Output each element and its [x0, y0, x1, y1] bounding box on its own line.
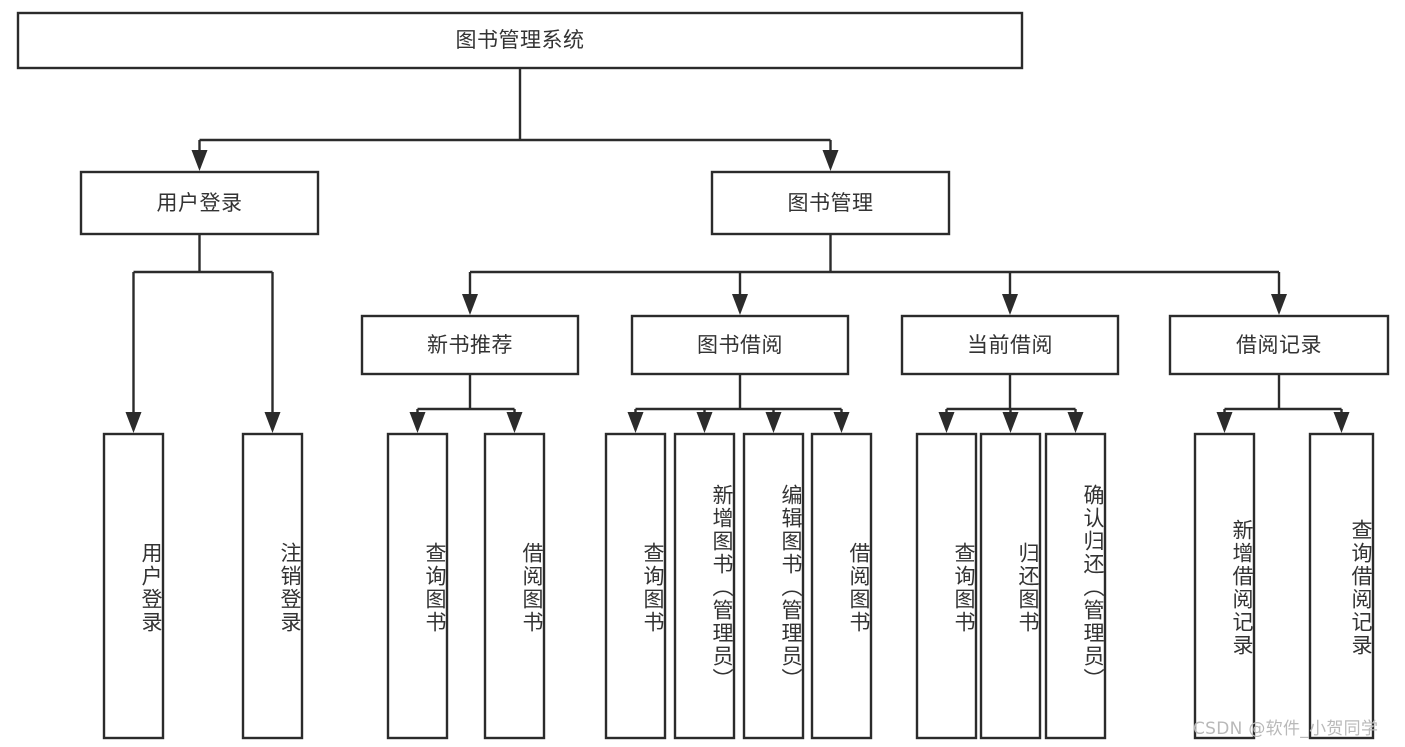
- node-label-leaf-user-login: 用户登录: [139, 542, 163, 634]
- node-box-leaf-user-login[interactable]: [102, 432, 165, 740]
- node-box-leaf-confirm-return[interactable]: [1044, 432, 1107, 740]
- node-box-leaf-return-book[interactable]: [979, 432, 1042, 740]
- arrow-head-icon-leaf-query-book-2: [627, 412, 644, 433]
- node-label-leaf-return-book: 归还图书: [1016, 542, 1040, 634]
- node-label-leaf-user-logout: 注销登录: [278, 542, 302, 634]
- node-label-leaf-edit-book: 编辑图书（管理员）: [779, 483, 803, 691]
- node-box-leaf-query-book-1[interactable]: [386, 432, 449, 740]
- node-label-leaf-query-book-3: 查询图书: [952, 542, 976, 634]
- node-label-root: 图书管理系统: [455, 28, 585, 53]
- node-box-leaf-add-book[interactable]: [673, 432, 736, 740]
- node-label-borrow-record: 借阅记录: [1236, 332, 1322, 357]
- arrow-head-icon-user-login: [191, 150, 208, 171]
- arrow-head-icon-new-book-rec: [462, 294, 478, 315]
- node-label-leaf-add-book: 新增图书（管理员）: [710, 483, 734, 691]
- node-box-leaf-query-record[interactable]: [1308, 432, 1375, 740]
- node-label-user-login: 用户登录: [156, 190, 243, 215]
- node-label-leaf-confirm-return: 确认归还（管理员）: [1081, 483, 1105, 691]
- node-box-user-login[interactable]: [79, 170, 320, 236]
- arrow-head-icon-leaf-query-book-1: [409, 412, 426, 433]
- node-box-leaf-user-logout[interactable]: [241, 432, 304, 740]
- node-label-leaf-add-record: 新增借阅记录: [1230, 519, 1254, 657]
- arrow-head-icon-leaf-user-logout: [264, 412, 281, 433]
- arrow-head-icon-leaf-borrow-book-1: [506, 412, 523, 433]
- arrow-head-icon-leaf-confirm-return: [1067, 412, 1084, 433]
- arrow-head-icon-leaf-query-record: [1333, 412, 1350, 433]
- node-box-current-borrow[interactable]: [900, 314, 1120, 376]
- connector-layer: [125, 68, 1350, 433]
- arrow-head-icon-leaf-edit-book: [765, 412, 782, 433]
- node-label-new-book-rec: 新书推荐: [427, 332, 513, 357]
- node-label-leaf-query-record: 查询借阅记录: [1349, 519, 1373, 657]
- arrow-head-icon-book-borrow: [732, 294, 748, 315]
- node-box-leaf-query-book-3[interactable]: [915, 432, 978, 740]
- box-layer: [16, 11, 1390, 740]
- csdn-watermark: CSDN @软件_小贺同学: [1193, 719, 1379, 739]
- node-box-root[interactable]: [16, 11, 1024, 70]
- node-label-leaf-borrow-book-1: 借阅图书: [520, 542, 544, 634]
- node-box-leaf-query-book-2[interactable]: [604, 432, 667, 740]
- arrow-head-icon-current-borrow: [1002, 294, 1018, 315]
- arrow-head-icon-leaf-user-login: [125, 412, 142, 433]
- node-box-book-manage[interactable]: [710, 170, 951, 236]
- arrow-head-icon-leaf-add-book: [696, 412, 713, 433]
- node-box-leaf-borrow-book-1[interactable]: [483, 432, 546, 740]
- node-box-new-book-rec[interactable]: [360, 314, 580, 376]
- arrow-head-icon-borrow-record: [1271, 294, 1287, 315]
- node-label-leaf-query-book-1: 查询图书: [423, 542, 447, 634]
- node-label-leaf-query-book-2: 查询图书: [641, 542, 665, 634]
- node-box-borrow-record[interactable]: [1168, 314, 1390, 376]
- arrow-head-icon-leaf-add-record: [1216, 412, 1233, 433]
- node-box-leaf-add-record[interactable]: [1193, 432, 1256, 740]
- node-label-book-borrow: 图书借阅: [697, 332, 783, 357]
- node-label-leaf-borrow-book-2: 借阅图书: [847, 542, 871, 634]
- arrow-head-icon-book-manage: [822, 150, 839, 171]
- arrow-head-icon-leaf-borrow-book-2: [833, 412, 850, 433]
- arrow-head-icon-leaf-return-book: [1002, 412, 1019, 433]
- arrow-head-icon-leaf-query-book-3: [938, 412, 955, 433]
- node-box-book-borrow[interactable]: [630, 314, 850, 376]
- node-box-leaf-borrow-book-2[interactable]: [810, 432, 873, 740]
- node-label-current-borrow: 当前借阅: [967, 332, 1053, 357]
- node-box-leaf-edit-book[interactable]: [742, 432, 805, 740]
- node-label-book-manage: 图书管理: [787, 190, 874, 215]
